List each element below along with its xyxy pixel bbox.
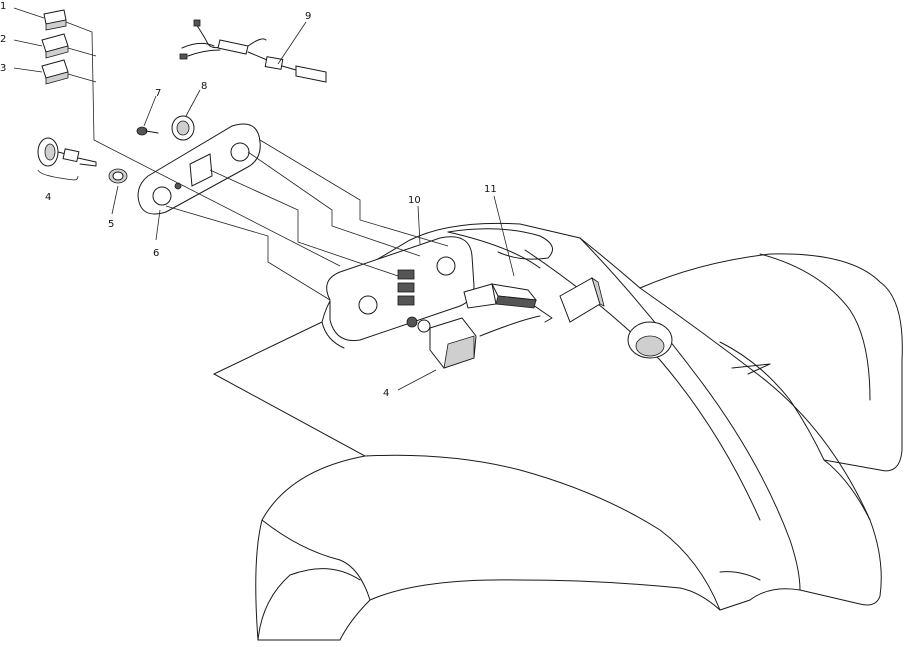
installed-switch-panel — [321, 236, 538, 369]
callout-1: 1 — [0, 1, 6, 12]
switch-3 — [41, 59, 69, 85]
callout-10: 10 — [408, 195, 421, 206]
callout-9: 9 — [305, 11, 311, 22]
callout-leaders — [13, 7, 515, 391]
callout-6: 6 — [153, 248, 159, 259]
switch-1 — [43, 9, 67, 31]
callout-5: 5 — [108, 219, 114, 230]
callout-8: 8 — [201, 81, 207, 92]
key-switch-installed — [406, 316, 477, 369]
callout-3: 3 — [0, 63, 6, 74]
callout-4-lower: 4 — [383, 388, 389, 399]
ignition-key-switch — [37, 137, 97, 167]
callout-2: 2 — [0, 34, 6, 45]
callout-labels: 1 2 3 4 5 6 7 8 9 10 11 4 — [0, 1, 497, 399]
lock-nut — [108, 168, 128, 184]
callout-4-left: 4 — [45, 192, 51, 203]
rear-fender — [212, 222, 903, 641]
wire-connector-installed — [463, 283, 538, 309]
wiring-harness — [179, 19, 327, 83]
screw — [136, 126, 159, 136]
switch-2 — [41, 33, 69, 59]
callout-11: 11 — [484, 184, 497, 195]
grommet — [171, 115, 195, 141]
alignment-lines — [37, 21, 449, 301]
callout-7: 7 — [155, 88, 161, 99]
switch-mounting-plate — [137, 123, 261, 215]
